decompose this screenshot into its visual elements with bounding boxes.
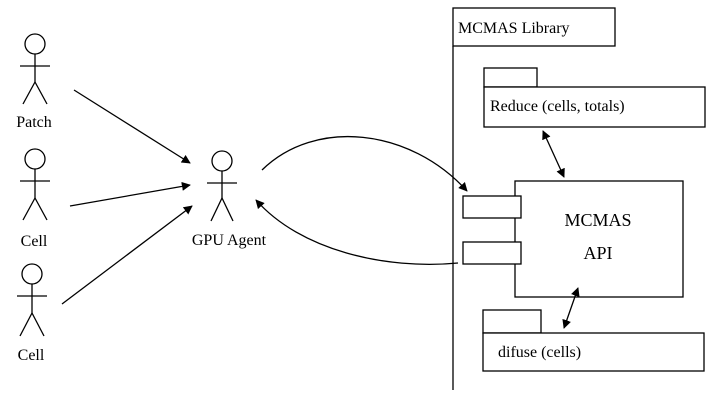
cell-label-2: Cell bbox=[18, 347, 45, 364]
reduce-label: Reduce (cells, totals) bbox=[490, 98, 625, 115]
patch-to-agent-arrow bbox=[73, 89, 191, 164]
gpu-agent-actor: GPU Agent bbox=[192, 150, 267, 249]
library-title: MCMAS Library bbox=[458, 20, 570, 37]
api-subtitle: API bbox=[583, 243, 612, 263]
cell-to-agent-arrow bbox=[69, 181, 191, 207]
api-title: MCMAS bbox=[564, 210, 631, 230]
mcmas-library-package: MCMAS Library bbox=[452, 7, 616, 390]
reduce-package: Reduce (cells, totals) bbox=[483, 67, 706, 128]
agent-to-api-arrow bbox=[261, 135, 468, 192]
patch-actor: Patch bbox=[16, 33, 52, 131]
gpu-agent-label: GPU Agent bbox=[192, 232, 267, 249]
api-difuse-arrow bbox=[562, 287, 580, 329]
stick-figure-icon bbox=[17, 263, 47, 337]
cell2-to-agent-arrow bbox=[61, 205, 193, 305]
api-to-agent-arrow bbox=[255, 199, 459, 266]
difuse-package: difuse (cells) bbox=[482, 309, 705, 372]
cell-actor-2: Cell bbox=[17, 263, 47, 364]
difuse-label: difuse (cells) bbox=[498, 344, 581, 361]
cell-actor-1: Cell bbox=[20, 148, 50, 250]
stick-figure-icon bbox=[20, 148, 50, 221]
reduce-api-arrow bbox=[542, 130, 565, 178]
api-port-upper bbox=[462, 195, 522, 219]
mcmas-api-component: MCMAS API bbox=[462, 180, 684, 298]
cell-label-1: Cell bbox=[21, 233, 48, 250]
stick-figure-icon bbox=[20, 33, 50, 105]
patch-label: Patch bbox=[16, 114, 52, 131]
stick-figure-icon bbox=[207, 150, 237, 222]
api-port-lower bbox=[462, 241, 522, 265]
